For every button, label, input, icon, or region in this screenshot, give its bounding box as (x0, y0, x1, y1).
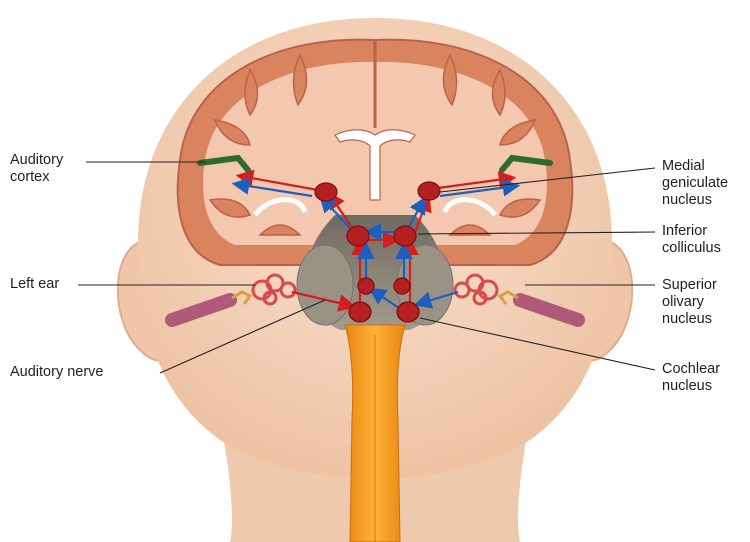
right-superior-olivary-nucleus (394, 278, 410, 294)
label-cochlear-nucleus: Cochlear nucleus (662, 361, 720, 395)
label-left-ear: Left ear (10, 276, 59, 293)
label-inferior-colliculus: Inferior colliculus (662, 223, 721, 257)
left-cerebellum (297, 245, 353, 325)
label-auditory-cortex: Auditory cortex (10, 152, 63, 186)
left-superior-olivary-nucleus (358, 278, 374, 294)
label-auditory-nerve: Auditory nerve (10, 364, 104, 381)
label-superior-olivary-nucleus: Superior olivary nucleus (662, 277, 717, 328)
left-inferior-colliculus (347, 226, 369, 246)
right-inferior-colliculus (394, 226, 416, 246)
left-cochlear-nucleus (349, 302, 371, 322)
right-medial-geniculate-nucleus (418, 182, 440, 200)
right-cochlear-nucleus (397, 302, 419, 322)
left-medial-geniculate-nucleus (315, 183, 337, 201)
label-medial-geniculate-nucleus: Medial geniculate nucleus (662, 158, 728, 209)
